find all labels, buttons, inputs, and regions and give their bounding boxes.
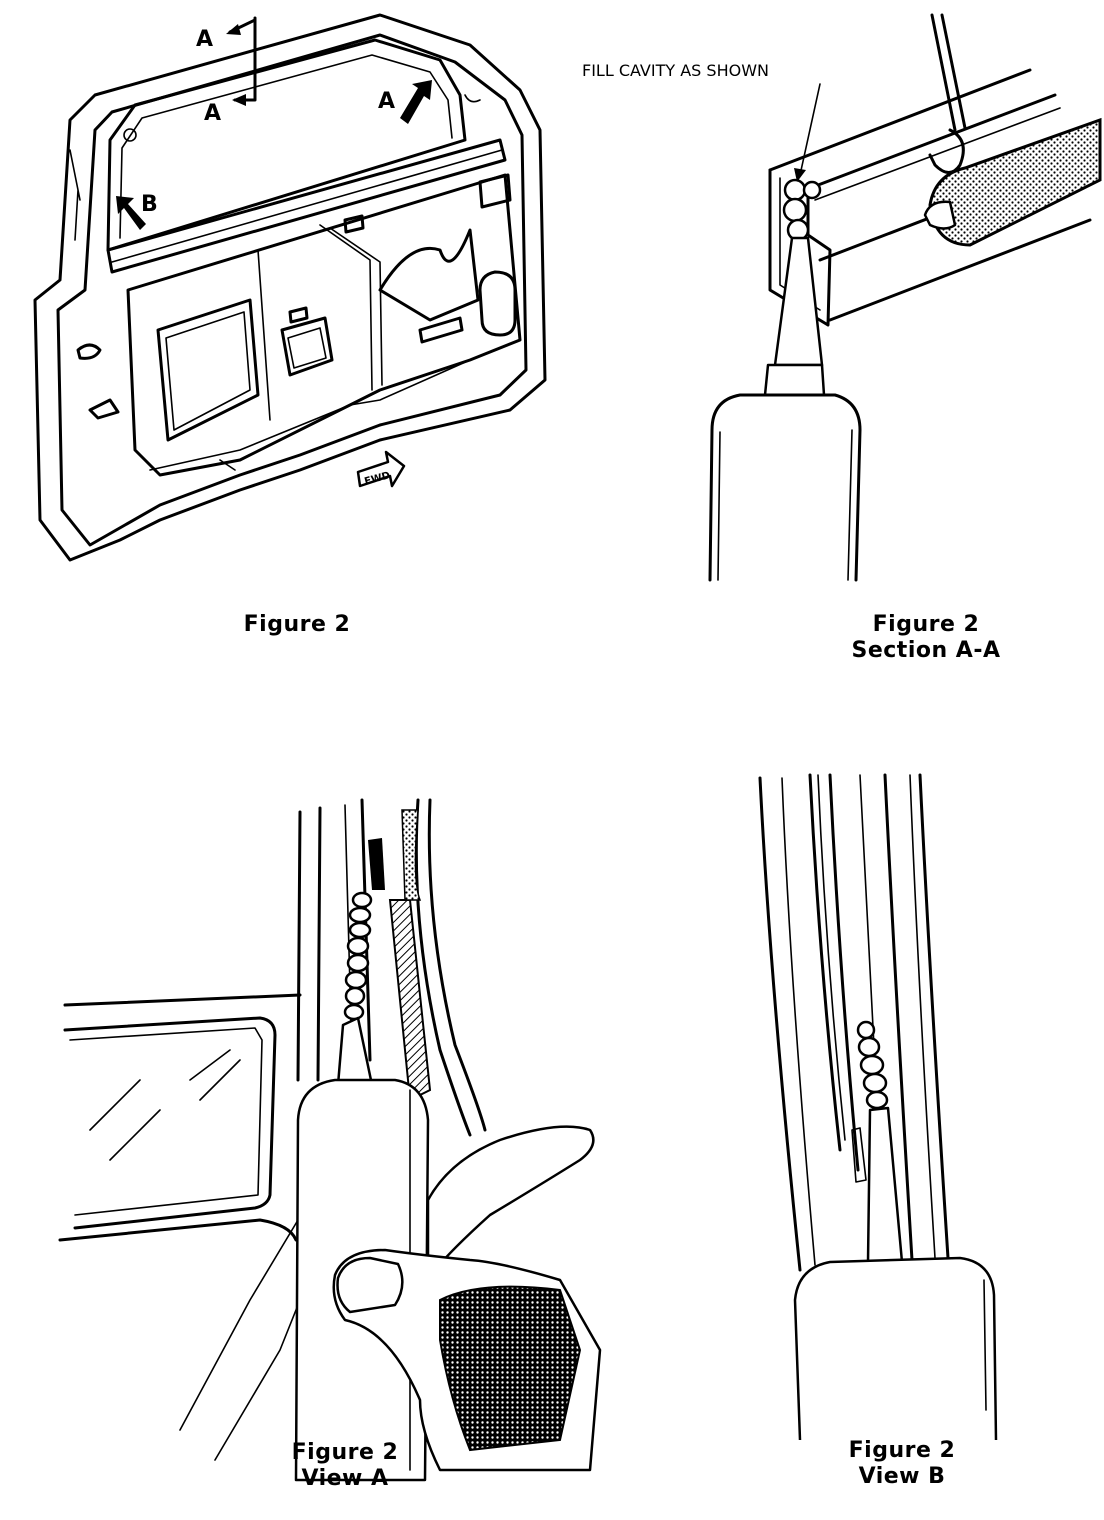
label-a-bottom: A [204, 101, 221, 126]
caption-view-a: Figure 2 View A [245, 1440, 445, 1492]
section-aa-illustration: FILL CAVITY AS SHOWN [582, 13, 1102, 582]
caption-view-a-line1: Figure 2 [291, 1440, 399, 1465]
caption-section-aa-line1: Figure 2 [872, 612, 980, 637]
label-a-top: A [196, 27, 213, 52]
caption-view-a-line2: View A [301, 1466, 389, 1491]
label-b: B [141, 192, 158, 217]
door-illustration: A A A B FWD [33, 13, 547, 562]
caption-view-b-line1: Figure 2 [848, 1438, 956, 1463]
caption-figure-2: Figure 2 [197, 612, 397, 638]
caption-section-aa-line2: Section A-A [851, 638, 1001, 663]
label-a-right: A [378, 89, 395, 114]
caption-section-aa: Figure 2 Section A-A [826, 612, 1026, 664]
view-b-illustration [758, 773, 998, 1441]
callout-fill-cavity: FILL CAVITY AS SHOWN [582, 61, 769, 80]
view-a-illustration [58, 798, 602, 1482]
caption-view-b-line2: View B [858, 1464, 946, 1489]
caption-view-b: Figure 2 View B [802, 1438, 1002, 1490]
caption-figure-2-text: Figure 2 [243, 612, 351, 637]
